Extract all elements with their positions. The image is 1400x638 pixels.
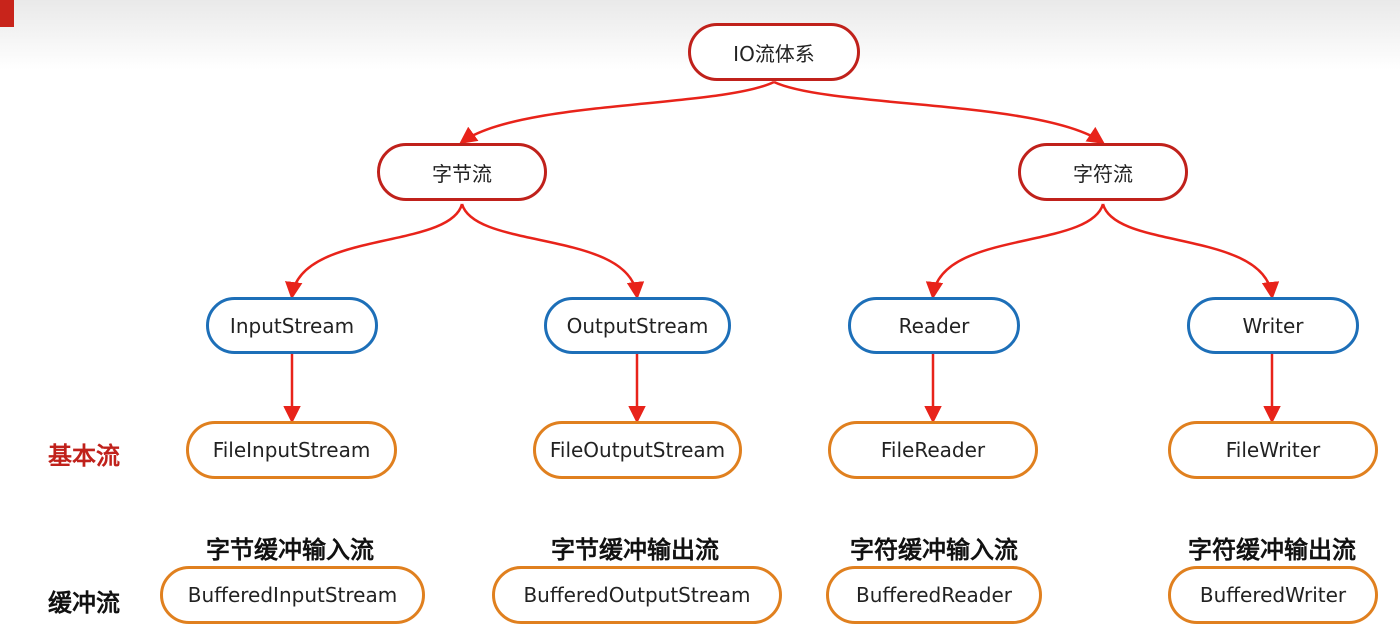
root-node: IO流体系 xyxy=(688,23,860,81)
corner-mark xyxy=(0,0,14,27)
bufferedinputstream-node: BufferedInputStream xyxy=(160,566,425,624)
edge-root-to-char-stream xyxy=(773,80,1105,144)
buffered-stream-label: 缓冲流 xyxy=(48,589,120,617)
edge-char-to-reader xyxy=(925,203,1105,300)
buffered-header-byte-output: 字节缓冲输出流 xyxy=(551,536,719,564)
bufferedreader-node: BufferedReader xyxy=(826,566,1042,624)
reader-node: Reader xyxy=(848,297,1020,354)
fileinputstream-node: FileInputStream xyxy=(186,421,397,479)
outputstream-node: OutputStream xyxy=(544,297,731,354)
edge-char-to-writer xyxy=(1101,203,1280,300)
inputstream-node: InputStream xyxy=(206,297,378,354)
fileoutputstream-node: FileOutputStream xyxy=(533,421,742,479)
basic-stream-label: 基本流 xyxy=(48,442,120,470)
edge-root-to-byte-stream xyxy=(459,80,775,145)
bufferedoutputstream-node: BufferedOutputStream xyxy=(492,566,782,624)
byte-stream-node: 字节流 xyxy=(377,143,547,201)
buffered-header-char-output: 字符缓冲输出流 xyxy=(1188,536,1356,564)
edge-byte-to-outputstream xyxy=(460,203,645,300)
edge-byte-to-inputstream xyxy=(285,203,464,300)
char-stream-node: 字符流 xyxy=(1018,143,1188,201)
filereader-node: FileReader xyxy=(828,421,1038,479)
bufferedwriter-node: BufferedWriter xyxy=(1168,566,1378,624)
buffered-header-char-input: 字符缓冲输入流 xyxy=(850,536,1018,564)
filewriter-node: FileWriter xyxy=(1168,421,1378,479)
buffered-header-byte-input: 字节缓冲输入流 xyxy=(206,536,374,564)
writer-node: Writer xyxy=(1187,297,1359,354)
